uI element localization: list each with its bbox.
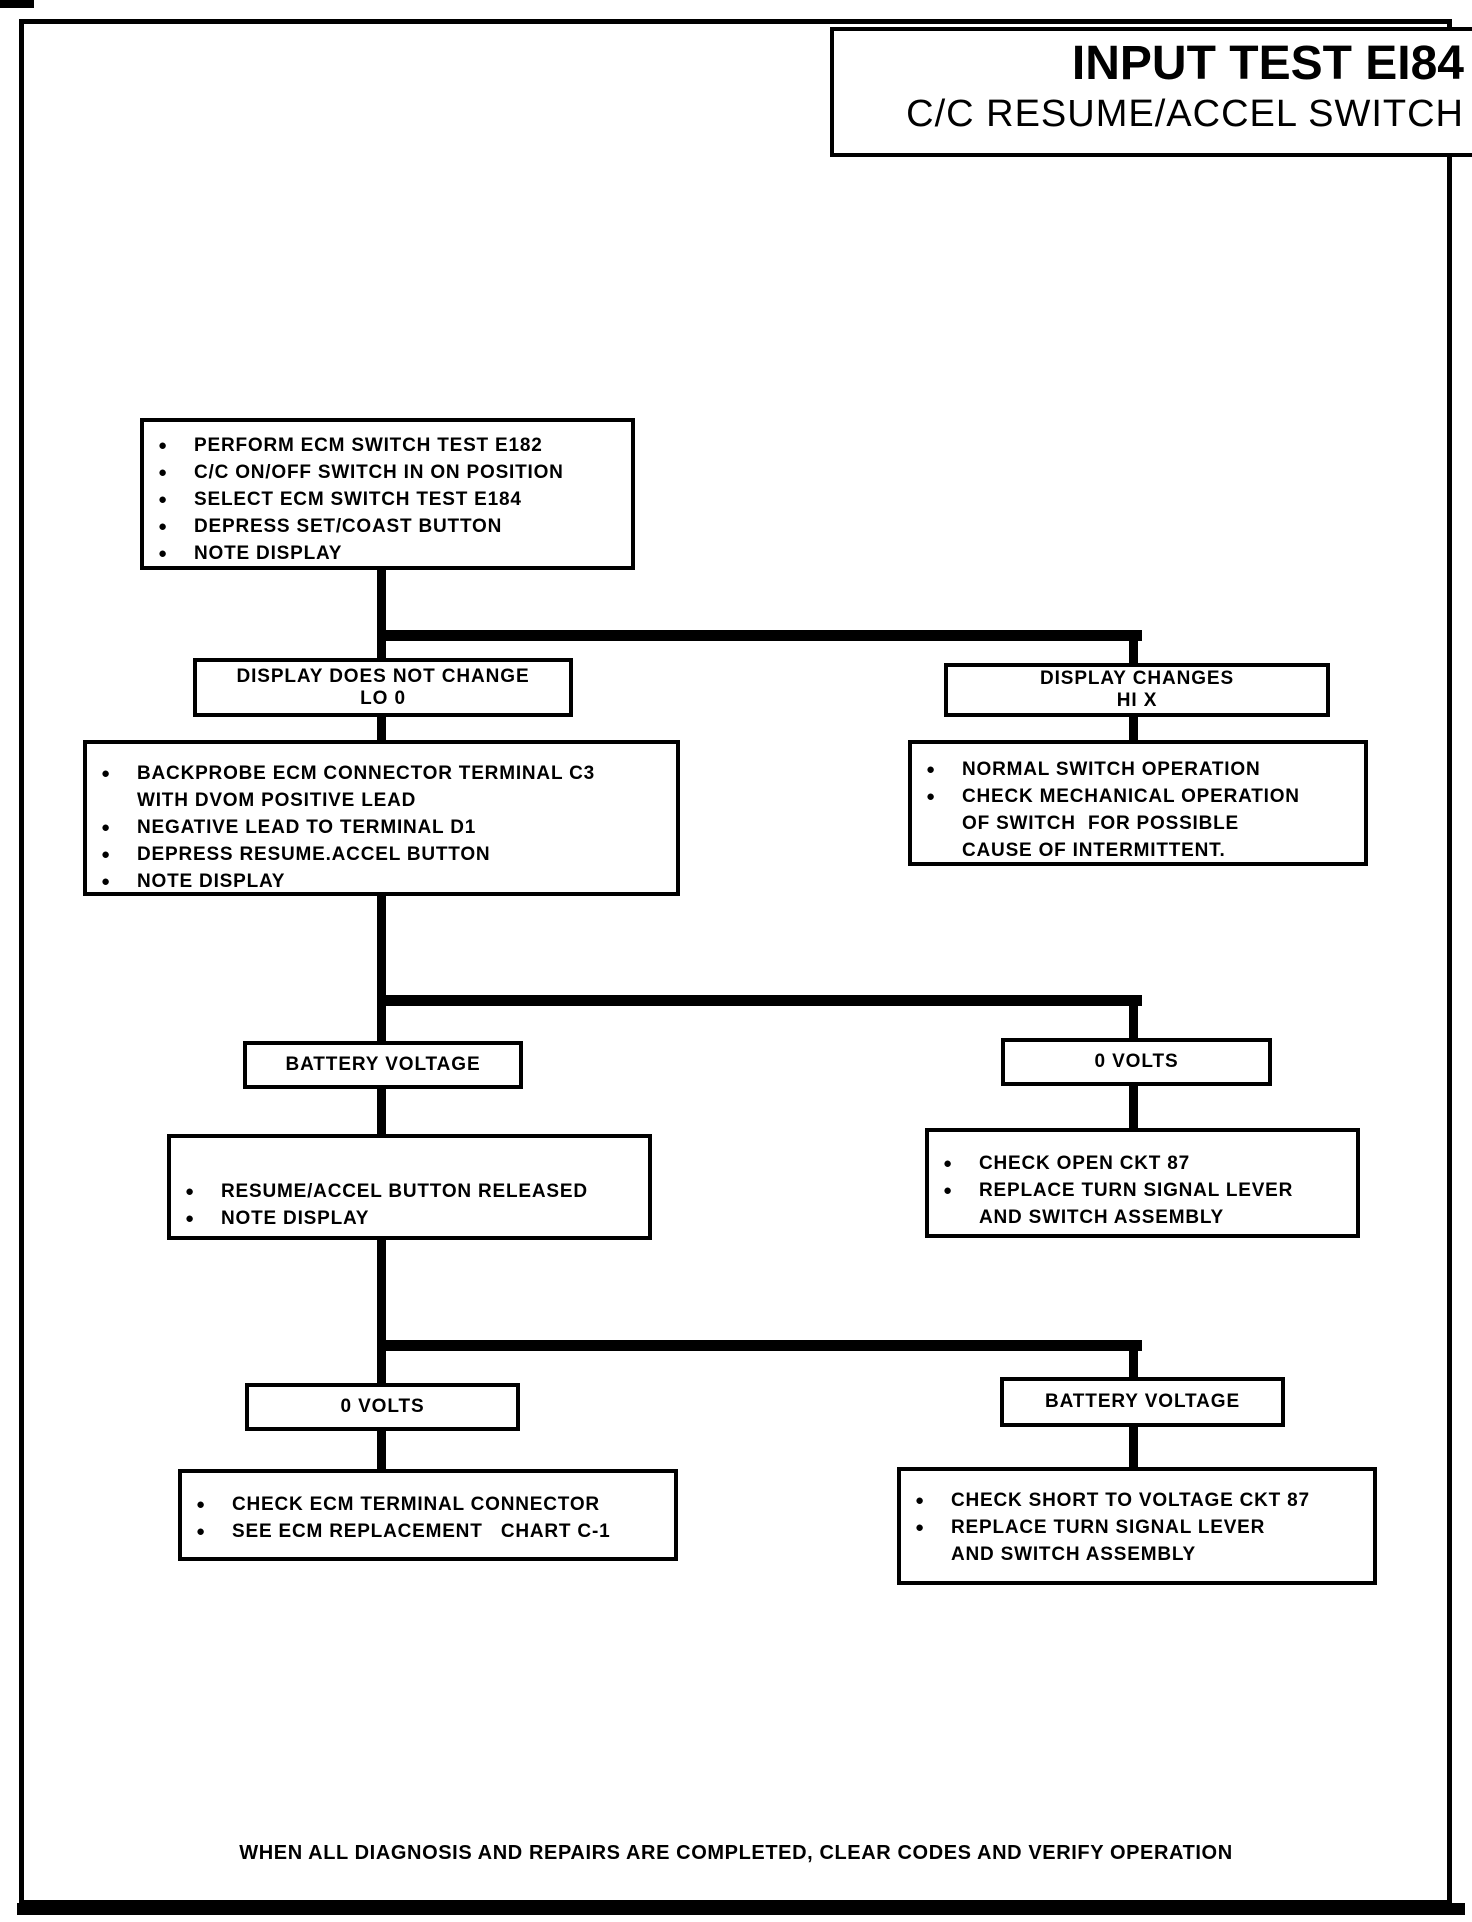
connector-released-down <box>377 1238 386 1343</box>
list-item: ●BACKPROBE ECM CONNECTOR TERMINAL C3 WIT… <box>99 760 670 814</box>
list-item: ●C/C ON/OFF SWITCH IN ON POSITION <box>156 459 625 486</box>
bullet-icon: ● <box>915 1519 925 1536</box>
list-item: ●DEPRESS SET/COAST BUTTON <box>156 513 625 540</box>
page-border <box>19 19 1452 1905</box>
result-label: 0 VOLTS <box>340 1396 425 1417</box>
connector-branch3-left-stub <box>377 1351 386 1383</box>
result-value: HI X <box>1116 690 1158 711</box>
scan-corner-mark <box>0 0 34 8</box>
connector-nochange-down <box>377 715 386 743</box>
bullet-icon: ● <box>196 1496 206 1513</box>
step-box-check-ecm-terminal: ●CHECK ECM TERMINAL CONNECTOR ●SEE ECM R… <box>178 1469 678 1561</box>
bullet-icon: ● <box>926 788 936 805</box>
footer-note: WHEN ALL DIAGNOSIS AND REPAIRS ARE COMPL… <box>239 1842 1233 1864</box>
result-box-battery-voltage-2: BATTERY VOLTAGE <box>1000 1377 1285 1427</box>
connector-branch1-left-stub <box>377 641 386 661</box>
bullet-icon: ● <box>101 846 111 863</box>
list-item: ●NORMAL SWITCH OPERATION <box>924 756 1358 783</box>
list-item: ●NOTE DISPLAY <box>99 868 670 895</box>
result-label: DISPLAY DOES NOT CHANGE <box>236 665 530 687</box>
connector-branch1-horizontal <box>377 630 1142 641</box>
bullet-icon: ● <box>158 491 168 508</box>
bullet-icon: ● <box>101 873 111 890</box>
page-title: INPUT TEST EI84 <box>1071 37 1464 90</box>
list-item: ●REPLACE TURN SIGNAL LEVER AND SWITCH AS… <box>913 1514 1367 1568</box>
connector-changes-down <box>1129 715 1138 743</box>
list-item: ●NOTE DISPLAY <box>183 1205 642 1232</box>
result-label: 0 VOLTS <box>1094 1051 1179 1072</box>
bullet-icon: ● <box>196 1523 206 1540</box>
list-item: ●SELECT ECM SWITCH TEST E184 <box>156 486 625 513</box>
bullet-icon: ● <box>185 1183 195 1200</box>
bottom-rule <box>17 1903 1465 1915</box>
bullet-icon: ● <box>943 1182 953 1199</box>
connector-branch2-left-stub <box>377 1006 386 1044</box>
connector-branch3-horizontal <box>377 1340 1142 1351</box>
result-box-battery-voltage-1: BATTERY VOLTAGE <box>243 1041 523 1089</box>
step-box-check-short-ckt: ●CHECK SHORT TO VOLTAGE CKT 87 ●REPLACE … <box>897 1467 1377 1585</box>
list-item: ●RESUME/ACCEL BUTTON RELEASED <box>183 1178 642 1205</box>
connector-0volts2-down <box>377 1428 386 1472</box>
connector-start-down <box>377 568 386 638</box>
connector-0volts1-down <box>1129 1085 1138 1130</box>
bullet-icon: ● <box>158 518 168 535</box>
bullet-icon: ● <box>943 1155 953 1172</box>
list-item: ●REPLACE TURN SIGNAL LEVER AND SWITCH AS… <box>941 1177 1350 1231</box>
connector-backprobe-down <box>377 894 386 1000</box>
bullet-icon: ● <box>158 545 168 562</box>
connector-branch1-right-stub <box>1129 641 1138 665</box>
list-item: ●NOTE DISPLAY <box>156 540 625 567</box>
result-box-display-no-change: DISPLAY DOES NOT CHANGE LO 0 <box>193 658 573 717</box>
result-box-0-volts-1: 0 VOLTS <box>1001 1038 1272 1086</box>
connector-battery2-down <box>1129 1425 1138 1469</box>
step-box-check-open-ckt: ●CHECK OPEN CKT 87 ●REPLACE TURN SIGNAL … <box>925 1128 1360 1238</box>
connector-battery1-down <box>377 1088 386 1136</box>
list-item: ●DEPRESS RESUME.ACCEL BUTTON <box>99 841 670 868</box>
bullet-icon: ● <box>158 437 168 454</box>
list-item: ●SEE ECM REPLACEMENT CHART C-1 <box>194 1518 668 1545</box>
result-label: DISPLAY CHANGES <box>1039 668 1235 689</box>
result-value: LO 0 <box>360 687 406 709</box>
bullet-icon: ● <box>101 819 111 836</box>
step-box-button-released: ●RESUME/ACCEL BUTTON RELEASED ●NOTE DISP… <box>167 1134 652 1240</box>
result-label: BATTERY VOLTAGE <box>285 1054 481 1075</box>
step-box-normal-operation: ●NORMAL SWITCH OPERATION ●CHECK MECHANIC… <box>908 740 1368 866</box>
connector-branch2-right-stub <box>1129 1006 1138 1041</box>
list-item: ●NEGATIVE LEAD TO TERMINAL D1 <box>99 814 670 841</box>
title-box: INPUT TEST EI84 C/C RESUME/ACCEL SWITCH <box>830 27 1472 157</box>
list-item: ●CHECK MECHANICAL OPERATION OF SWITCH FO… <box>924 783 1358 864</box>
step-box-backprobe: ●BACKPROBE ECM CONNECTOR TERMINAL C3 WIT… <box>83 740 680 896</box>
result-box-0-volts-2: 0 VOLTS <box>245 1383 520 1431</box>
list-item: ●PERFORM ECM SWITCH TEST E182 <box>156 432 625 459</box>
bullet-icon: ● <box>926 761 936 778</box>
connector-branch3-right-stub <box>1129 1351 1138 1379</box>
bullet-icon: ● <box>915 1492 925 1509</box>
step-box-start: ●PERFORM ECM SWITCH TEST E182 ●C/C ON/OF… <box>140 418 635 570</box>
result-label: BATTERY VOLTAGE <box>1044 1391 1241 1412</box>
connector-branch2-horizontal <box>377 995 1142 1006</box>
list-item: ●CHECK SHORT TO VOLTAGE CKT 87 <box>913 1487 1367 1514</box>
result-box-display-changes: DISPLAY CHANGES HI X <box>944 663 1330 717</box>
page-subtitle: C/C RESUME/ACCEL SWITCH <box>906 93 1464 135</box>
bullet-icon: ● <box>158 464 168 481</box>
bullet-icon: ● <box>101 765 111 782</box>
list-item: ●CHECK ECM TERMINAL CONNECTOR <box>194 1491 668 1518</box>
bullet-icon: ● <box>185 1210 195 1227</box>
list-item: ●CHECK OPEN CKT 87 <box>941 1150 1350 1177</box>
